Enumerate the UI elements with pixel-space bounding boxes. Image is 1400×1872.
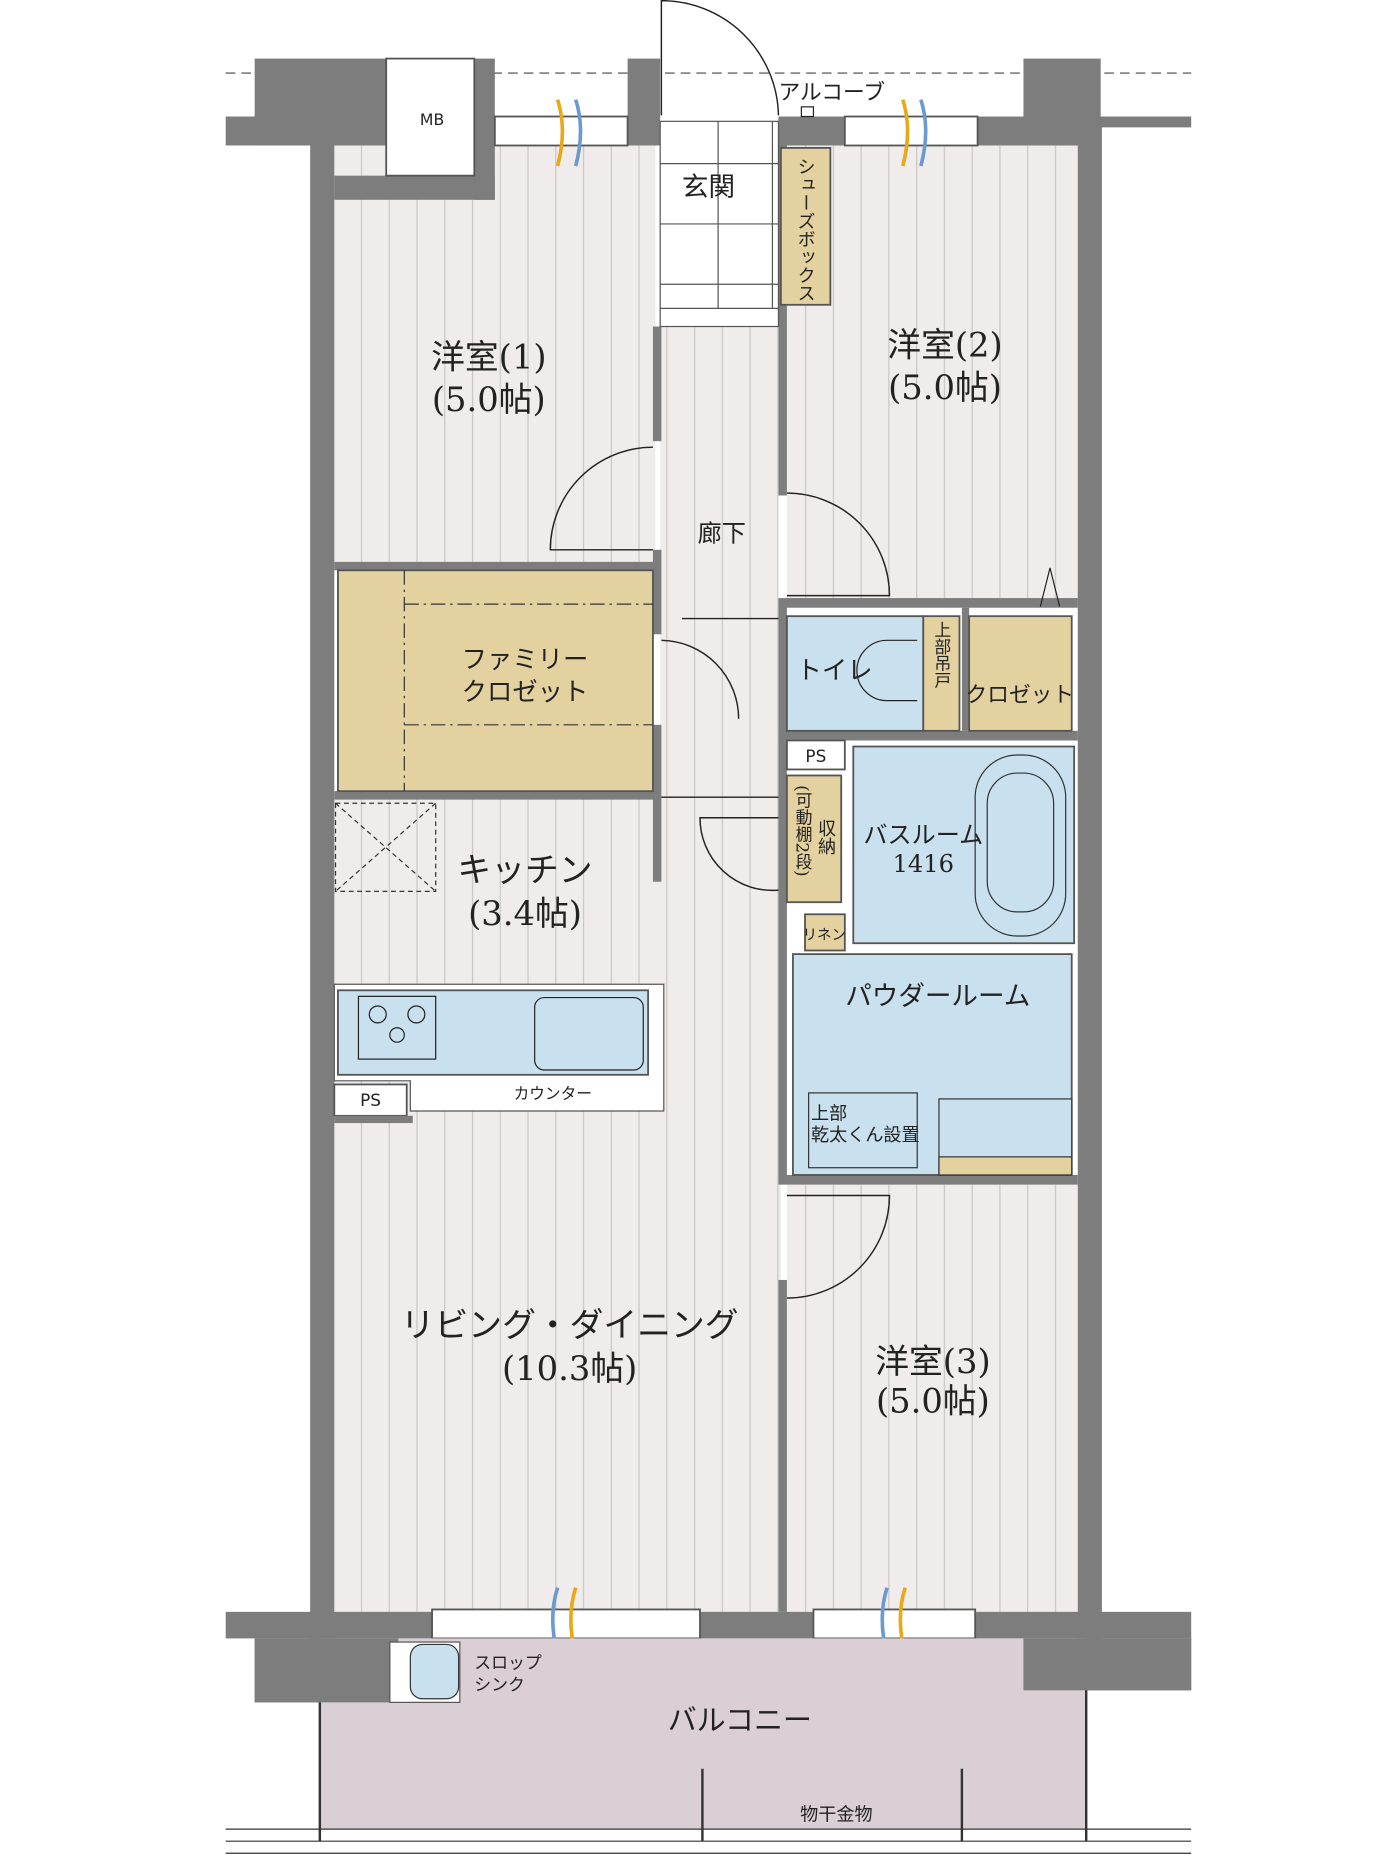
- kitchen-size: (3.4帖): [468, 894, 582, 933]
- washing-machine-icon: [808, 1092, 918, 1169]
- entrance-label: 玄関: [682, 172, 735, 203]
- window-ld[interactable]: [431, 1608, 701, 1640]
- dryer-label-1: 上部: [811, 1103, 847, 1124]
- toilet-room: [785, 615, 925, 732]
- closet-rail-lines: [403, 570, 653, 792]
- shoebox-label: シューズボックス: [795, 158, 816, 303]
- dryer-label-2: 乾太くん設置: [811, 1125, 920, 1146]
- balcony-label: バルコニー: [668, 1703, 812, 1737]
- family-closet: [337, 569, 654, 793]
- upper-cabinet-label: 上部吊戸: [931, 621, 951, 689]
- walls: [225, 58, 1192, 1703]
- floors: [334, 145, 1078, 1612]
- bathroom-label: バスルーム: [863, 821, 983, 849]
- entrance-tiles: [660, 121, 779, 310]
- linen-label: リネン: [803, 927, 846, 944]
- stove-icon: [357, 995, 437, 1060]
- toilet-icon: [856, 639, 918, 702]
- ld-floor: [334, 797, 781, 1612]
- intercom-icon: [800, 106, 815, 118]
- closet-label: クロゼット: [966, 683, 1075, 708]
- bathtub-icon: [974, 754, 1067, 937]
- ld-size: (10.3帖): [502, 1349, 637, 1388]
- storage: [785, 774, 843, 904]
- slop-sink-label-1: スロップ: [474, 1653, 542, 1673]
- western1-name: 洋室(1): [431, 338, 546, 377]
- shoe-box: [779, 146, 832, 306]
- western2-name: 洋室(2): [887, 326, 1002, 365]
- western3-floor: [786, 1183, 1078, 1612]
- drying-hardware-label: 物干金物: [800, 1805, 872, 1826]
- kitchen-name: キッチン: [457, 851, 592, 890]
- ps-kitchen-label: PS: [360, 1090, 381, 1110]
- western2-floor: [786, 145, 1078, 607]
- western1-floor: [334, 145, 656, 562]
- windows[interactable]: [431, 115, 979, 1640]
- counter-label: カウンター: [514, 1084, 592, 1103]
- mb-label: MB: [420, 110, 444, 129]
- slop-sink-label-2: シンク: [474, 1674, 525, 1694]
- ps-upper-label: PS: [805, 746, 826, 766]
- alcove-label: アルコーブ: [778, 81, 885, 106]
- kitchen-counter: [337, 989, 650, 1076]
- western2-size: (5.0帖): [888, 368, 1002, 407]
- toilet-label: トイレ: [797, 655, 873, 685]
- upper-cabinet: [922, 615, 961, 732]
- fridge-space: [334, 802, 437, 892]
- bathroom-size: 1416: [893, 850, 954, 878]
- pipe-space: [785, 739, 846, 771]
- family-closet-label-1: ファミリー: [462, 644, 589, 674]
- entry-door[interactable]: [660, 0, 780, 116]
- western3-name: 洋室(3): [875, 1342, 990, 1381]
- western1-size: (5.0帖): [432, 380, 546, 419]
- family-closet-label-2: クロゼット: [462, 677, 589, 707]
- bathroom: [852, 745, 1076, 945]
- balcony-railing: [225, 1828, 1192, 1854]
- western3-size: (5.0帖): [876, 1382, 990, 1421]
- kitchen-pipe-space: [333, 1083, 408, 1117]
- linen-closet: [804, 913, 846, 952]
- powder-room-label: パウダールーム: [845, 981, 1030, 1012]
- storage-sub-label: (可動棚2段): [793, 785, 813, 876]
- western3-door[interactable]: [786, 1194, 891, 1299]
- western2-door[interactable]: [786, 492, 891, 597]
- window-western2[interactable]: [843, 115, 979, 147]
- sink-icon: [534, 996, 644, 1071]
- window-western3[interactable]: [812, 1608, 977, 1640]
- western1-door[interactable]: [549, 446, 653, 551]
- storage-label: 収納: [815, 819, 836, 855]
- family-closet-door[interactable]: [661, 617, 779, 719]
- ld-name: リビング・ダイニング: [401, 1306, 739, 1345]
- storage-door[interactable]: [661, 796, 779, 892]
- meter-box: [385, 57, 476, 177]
- closet-door-icon[interactable]: [1039, 567, 1061, 607]
- corridor-label: 廊下: [698, 519, 746, 547]
- closet: [968, 615, 1073, 732]
